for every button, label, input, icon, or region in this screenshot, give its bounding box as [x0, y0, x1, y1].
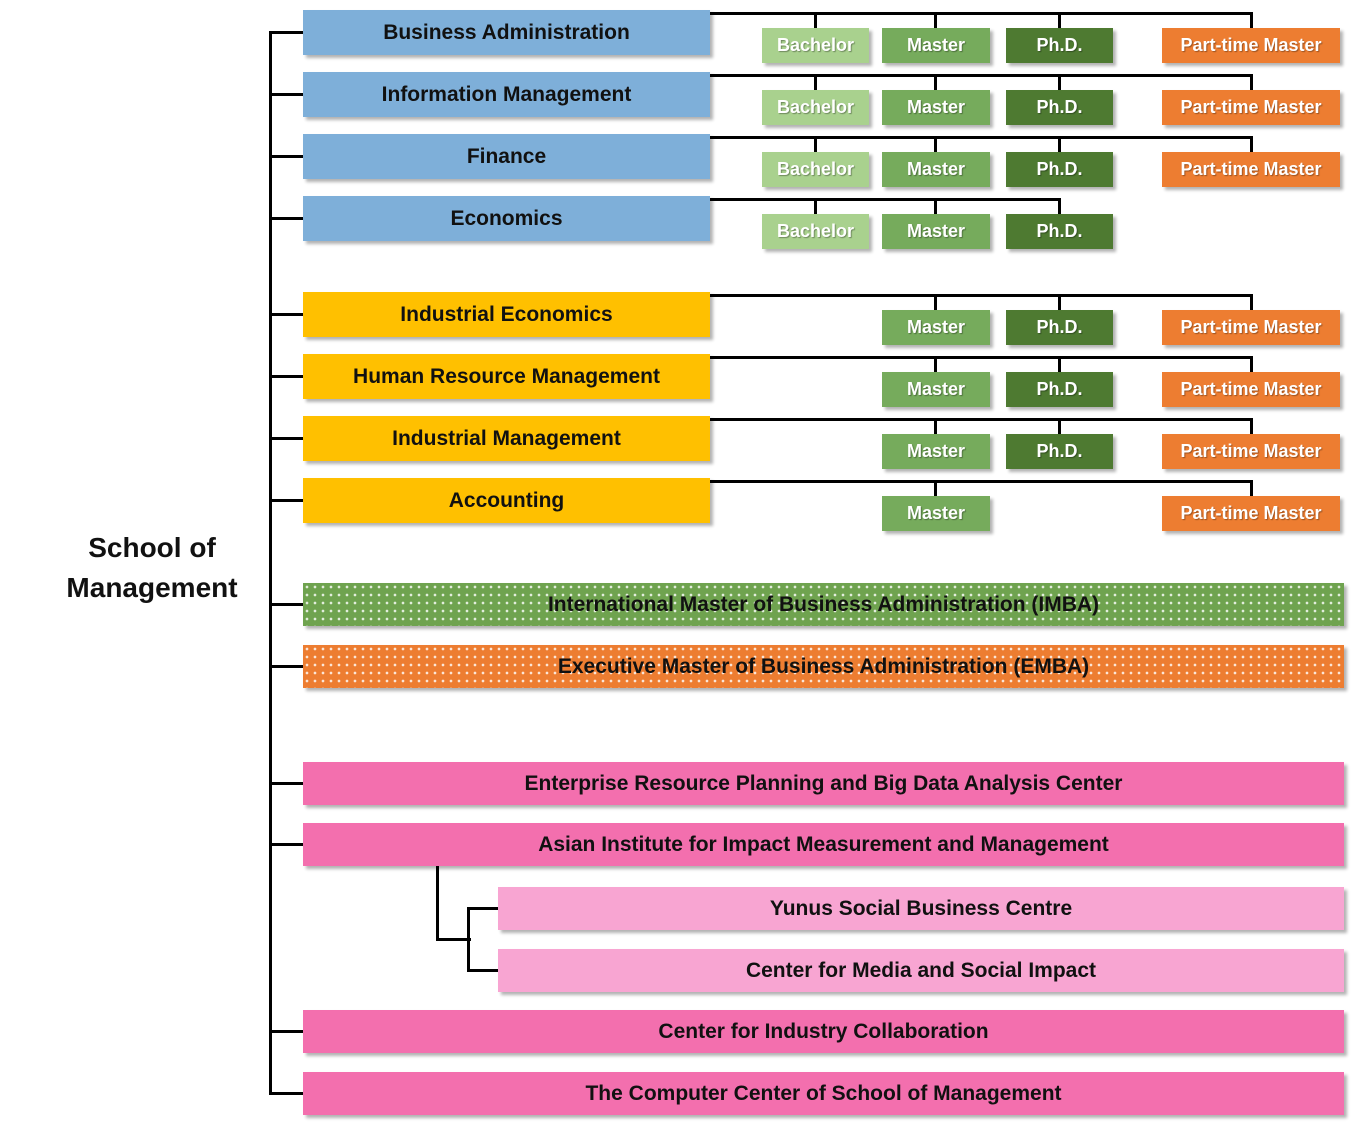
connector-line	[1058, 356, 1061, 374]
connector-line	[269, 1092, 303, 1095]
connector-line	[269, 155, 303, 158]
trunk-line	[269, 31, 272, 1095]
degree-box-master: Master	[882, 434, 990, 469]
connector-line	[436, 938, 471, 941]
connector-line	[467, 969, 498, 972]
connector-line	[467, 907, 498, 910]
dept-box-finance: Finance	[303, 134, 710, 179]
degree-box-phd: Ph.D.	[1006, 310, 1113, 345]
connector-line	[1250, 356, 1253, 374]
dept-box-industrial-management: Industrial Management	[303, 416, 710, 461]
connector-line	[814, 74, 817, 92]
connector-line	[934, 74, 937, 92]
degree-box-part-time-master: Part-time Master	[1162, 496, 1340, 531]
connector-line	[1250, 294, 1253, 312]
connector-line	[467, 907, 470, 972]
dept-box-human-resource-management: Human Resource Management	[303, 354, 710, 399]
degree-box-master: Master	[882, 90, 990, 125]
degree-box-part-time-master: Part-time Master	[1162, 90, 1340, 125]
connector-line	[934, 418, 937, 436]
connector-line	[269, 843, 303, 846]
dept-box-industrial-economics: Industrial Economics	[303, 292, 710, 337]
degree-box-bachelor: Bachelor	[762, 90, 869, 125]
connector-line	[934, 198, 937, 216]
connector-line	[1250, 418, 1253, 436]
dept-box-business-administration: Business Administration	[303, 10, 710, 55]
connector-line	[934, 12, 937, 30]
connector-line	[1250, 12, 1253, 30]
connector-line	[1250, 480, 1253, 498]
center-box-industry-collaboration: Center for Industry Collaboration	[303, 1010, 1344, 1053]
connector-line	[710, 418, 1253, 421]
connector-line	[814, 12, 817, 30]
connector-line	[269, 499, 303, 502]
degree-box-part-time-master: Part-time Master	[1162, 152, 1340, 187]
connector-line	[710, 12, 1253, 15]
connector-line	[814, 136, 817, 154]
degree-box-master: Master	[882, 310, 990, 345]
connector-line	[934, 136, 937, 154]
center-box-erp-big-data: Enterprise Resource Planning and Big Dat…	[303, 762, 1344, 805]
connector-line	[1058, 294, 1061, 312]
degree-box-part-time-master: Part-time Master	[1162, 310, 1340, 345]
root-label-line1: School of	[88, 532, 216, 563]
degree-box-phd: Ph.D.	[1006, 372, 1113, 407]
connector-line	[1058, 12, 1061, 30]
connector-line	[269, 93, 303, 96]
connector-line	[269, 217, 303, 220]
root-label-line2: Management	[66, 572, 238, 603]
degree-box-bachelor: Bachelor	[762, 28, 869, 63]
root-label: School of Management	[22, 528, 282, 608]
connector-line	[814, 198, 817, 216]
degree-box-part-time-master: Part-time Master	[1162, 434, 1340, 469]
connector-line	[269, 1030, 303, 1033]
degree-box-master: Master	[882, 152, 990, 187]
connector-line	[1058, 74, 1061, 92]
connector-line	[934, 480, 937, 498]
degree-box-master: Master	[882, 372, 990, 407]
dept-box-economics: Economics	[303, 196, 710, 241]
connector-line	[710, 356, 1253, 359]
degree-box-master: Master	[882, 28, 990, 63]
degree-box-bachelor: Bachelor	[762, 214, 869, 249]
degree-box-part-time-master: Part-time Master	[1162, 372, 1340, 407]
degree-box-phd: Ph.D.	[1006, 90, 1113, 125]
center-box-computer-center: The Computer Center of School of Managem…	[303, 1072, 1344, 1115]
connector-line	[710, 136, 1253, 139]
program-bar-emba: Executive Master of Business Administrat…	[303, 645, 1344, 688]
connector-line	[269, 665, 303, 668]
subcenter-box-media-social-impact: Center for Media and Social Impact	[498, 949, 1344, 992]
center-box-asian-institute: Asian Institute for Impact Measurement a…	[303, 823, 1344, 866]
degree-box-master: Master	[882, 214, 990, 249]
subcenter-box-yunus: Yunus Social Business Centre	[498, 887, 1344, 930]
connector-line	[1058, 198, 1061, 216]
degree-box-phd: Ph.D.	[1006, 152, 1113, 187]
connector-line	[269, 603, 303, 606]
connector-line	[269, 31, 303, 34]
connector-line	[269, 375, 303, 378]
connector-line	[436, 866, 439, 941]
degree-box-phd: Ph.D.	[1006, 214, 1113, 249]
program-bar-imba: International Master of Business Adminis…	[303, 583, 1344, 626]
connector-line	[1250, 136, 1253, 154]
degree-box-master: Master	[882, 496, 990, 531]
degree-box-part-time-master: Part-time Master	[1162, 28, 1340, 63]
connector-line	[710, 480, 1253, 483]
connector-line	[934, 294, 937, 312]
connector-line	[269, 782, 303, 785]
connector-line	[934, 356, 937, 374]
connector-line	[710, 74, 1253, 77]
connector-line	[1058, 418, 1061, 436]
dept-box-accounting: Accounting	[303, 478, 710, 523]
connector-line	[710, 294, 1253, 297]
connector-line	[1250, 74, 1253, 92]
degree-box-bachelor: Bachelor	[762, 152, 869, 187]
dept-box-information-management: Information Management	[303, 72, 710, 117]
degree-box-phd: Ph.D.	[1006, 28, 1113, 63]
connector-line	[1058, 136, 1061, 154]
connector-line	[710, 198, 1061, 201]
degree-box-phd: Ph.D.	[1006, 434, 1113, 469]
connector-line	[269, 313, 303, 316]
connector-line	[269, 437, 303, 440]
